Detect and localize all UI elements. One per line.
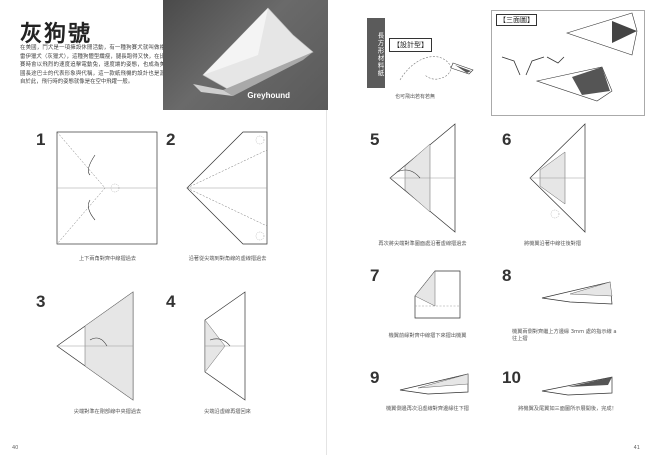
left-page-number: 40 [12, 445, 19, 451]
step-9-caption: 機翼側邊再次沿虛線對齊邊緣往下摺 [385, 406, 469, 412]
step-3-number: 3 [36, 292, 46, 311]
plane-photo-image [193, 7, 314, 96]
three-view-label: 【三面圖】 [496, 14, 537, 26]
step-3-diagram [56, 291, 134, 401]
step-5-number: 5 [370, 130, 380, 149]
step-10-number: 10 [502, 368, 521, 387]
step-1-number: 1 [36, 130, 46, 149]
right-page-number: 41 [633, 445, 640, 451]
plane-photo: Greyhound [163, 0, 328, 110]
photo-label: Greyhound [247, 91, 290, 100]
step-8-number: 8 [502, 266, 512, 285]
step-1-diagram [56, 131, 158, 245]
step-10-diagram [541, 376, 613, 396]
paper-type-tag: 長方形材料紙 [367, 18, 385, 88]
three-view-drawings [501, 12, 638, 102]
step-6-diagram [529, 123, 586, 233]
step-4-caption: 尖端沿虛線再摺回來 [204, 409, 251, 415]
step-2-diagram [186, 131, 268, 245]
page-title: 灰狗號 [20, 22, 93, 47]
step-4-diagram [204, 291, 246, 401]
intro-text: 在美國，鬥犬是一項擁設休閒活動，有一種狗賽犬就叫做格雷伊獵犬（灰獵犬），這種狗體… [20, 45, 165, 86]
step-7-caption: 機翼前緣對齊中線摺下來摺出機翼 [388, 333, 467, 339]
step-2-caption: 沿著從尖端到對角線的虛線摺過去 [188, 256, 267, 262]
step-4-number: 4 [166, 292, 176, 311]
step-7-diagram [414, 270, 461, 319]
sketch-caption: 也可飛出若有若無 [395, 94, 436, 100]
step-6-number: 6 [502, 130, 512, 149]
step-10-caption: 將機翼及尾翼如三面圖所示展開後，完成！ [518, 406, 617, 412]
step-9-number: 9 [370, 368, 380, 387]
step-9-diagram [399, 373, 469, 395]
step-2-number: 2 [166, 130, 176, 149]
step-5-caption: 再次將尖端對準圖面處沿著虛線摺過去 [378, 241, 467, 247]
three-view-diagram: 【三面圖】 [491, 10, 645, 116]
step-7-number: 7 [370, 266, 380, 285]
design-label: 【設計型】 [389, 38, 432, 52]
step-8-diagram [541, 281, 613, 305]
flight-path-sketch [399, 56, 474, 81]
step-6-caption: 將機翼沿著中線往後對摺 [523, 241, 582, 247]
step-3-caption: 尖端對準在剛部線中央摺過去 [73, 409, 142, 415]
step-1-caption: 上下兩角對齊中線摺過去 [78, 256, 137, 262]
step-5-diagram [389, 123, 456, 233]
step-8-caption: 機翼兩側對齊繼上方邊緣 3mm 處的指示線 a 往上摺 [512, 329, 617, 342]
